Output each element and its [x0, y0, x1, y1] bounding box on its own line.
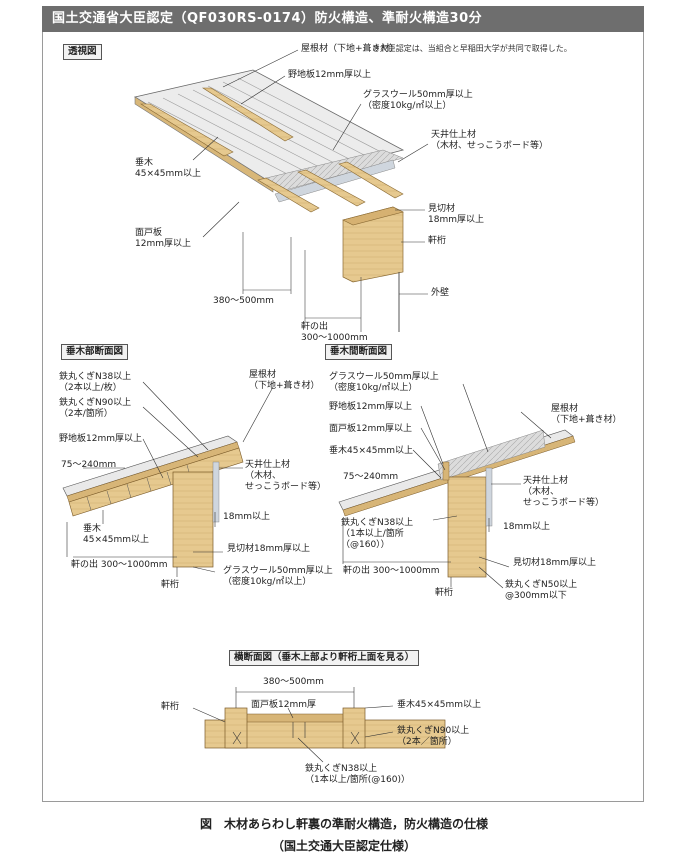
bs-label-ceiling: 天井仕上材 （木材、 せっこうボード等） — [523, 476, 605, 508]
rafter-section — [62, 381, 274, 577]
cs-facia — [238, 713, 350, 723]
rs-label-ceiling: 天井仕上材 （木材、 せっこうボード等） — [245, 460, 327, 492]
cs-rafter-left — [224, 707, 248, 749]
rs-label-blocking: 見切材18mm厚以上 — [227, 544, 310, 554]
p-label-facia: 面戸板 12mm厚以上 — [135, 228, 191, 249]
p-label-sheathing: 野地板12mm厚以上 — [288, 70, 371, 80]
caption-main: 図 木材あらわし軒裏の準耐火構造，防火構造の仕様 — [199, 817, 488, 831]
rs-label-glasswool: グラスウール50mm厚以上 （密度10kg/㎥以上） — [223, 566, 333, 587]
p-label-overhang: 軒の出 300～1000mm — [301, 322, 368, 343]
bs-ceiling — [485, 467, 493, 527]
rs-label-beam: 軒桁 — [161, 580, 180, 590]
bs-label-roofing: 屋根材 （下地+葺き材） — [551, 404, 622, 425]
rs-label-nail90: 鉄丸くぎN90以上 （2本/箇所） — [59, 398, 132, 419]
rs-label-sheathing: 野地板12mm厚以上 — [59, 434, 142, 444]
rs-ceiling — [212, 461, 220, 523]
bs-label-blocking: 見切材18mm厚以上 — [513, 558, 596, 568]
cs-nails — [232, 722, 360, 745]
bs-label-nail38: 鉄丸くぎN38以上 （1本以上/箇所 （@160）） — [341, 518, 414, 550]
cs-rafter-right — [342, 707, 366, 749]
rs-label-rafter: 垂木 45×45mm以上 — [83, 524, 149, 545]
perspective-view — [133, 49, 429, 332]
between-section-tag: 垂木間断面図 — [325, 344, 393, 360]
cs-label-rafter: 垂木45×45mm以上 — [397, 700, 481, 710]
bs-label-overhang: 軒の出 300～1000mm — [343, 566, 440, 576]
cs-label-beam: 軒桁 — [161, 702, 180, 712]
cs-label-facia: 面戸板12mm厚 — [251, 700, 316, 710]
cross-section-tag: 横断面図（垂木上部より軒桁上面を見る） — [229, 650, 420, 666]
perspective-tag: 透視図 — [63, 44, 102, 60]
bs-label-nail50: 鉄丸くぎN50以上 @300mm以下 — [505, 580, 578, 601]
rafters — [139, 87, 404, 213]
perspective-dimensions — [242, 232, 362, 332]
p-label-ceiling: 天井仕上材 （木材、せっこうボード等） — [431, 130, 549, 151]
cross-section — [192, 687, 446, 763]
perspective-leaders — [192, 49, 429, 295]
certification-note: ※大臣認定は、当組合と早稲田大学が共同で取得した。 — [373, 44, 572, 53]
cs-dimensions — [192, 687, 394, 763]
bs-label-sheathing: 野地板12mm厚以上 — [329, 402, 412, 412]
cs-label-nail90: 鉄丸くぎN90以上 （2本／箇所） — [397, 726, 470, 747]
bs-label-facia: 面戸板12mm厚以上 — [329, 424, 412, 434]
p-label-glasswool: グラスウール50mm厚以上 （密度10kg/㎥以上） — [363, 90, 473, 111]
p-label-rafter: 垂木 45×45mm以上 — [135, 158, 201, 179]
rs-label-dim: 75～240mm — [61, 460, 117, 470]
bs-glasswool — [437, 429, 546, 481]
bs-eave-beam — [447, 476, 487, 578]
p-label-spacing: 380～500mm — [213, 296, 274, 306]
figure-title-bar: 国土交通省大臣認定（QF030RS-0174）防火構造、準耐火構造30分 — [42, 6, 644, 32]
rs-eave-beam — [172, 471, 214, 568]
rs-label-overhang: 軒の出 300～1000mm — [71, 560, 168, 570]
bs-leaders — [342, 383, 552, 589]
rs-label-nail38: 鉄丸くぎN38以上 （2本以上/枚） — [59, 372, 132, 393]
p-label-beam: 軒桁 — [428, 236, 447, 246]
rafter-section-tag: 垂木部断面図 — [61, 344, 129, 360]
rs-rafter — [68, 447, 244, 517]
bs-label-t18: 18mm以上 — [503, 522, 550, 532]
cs-label-nail38: 鉄丸くぎN38以上 （1本以上/箇所(@160)） — [305, 764, 410, 785]
between-rafter-section — [338, 383, 576, 589]
figure-frame: 透視図 ※大臣認定は、当組合と早稲田大学が共同で取得した。 屋根材（下地+葺き材… — [42, 32, 644, 802]
figure-title: 国土交通省大臣認定（QF030RS-0174）防火構造、準耐火構造30分 — [52, 11, 483, 26]
bs-label-glasswool: グラスウール50mm厚以上 （密度10kg/㎥以上） — [329, 372, 439, 393]
caption-sub: （国土交通大臣認定仕様） — [271, 839, 416, 853]
eave-beam-top — [342, 206, 404, 226]
p-label-blocking: 見切材 18mm厚以上 — [428, 204, 484, 225]
rs-label-t18: 18mm以上 — [223, 512, 270, 522]
p-label-roofing: 屋根材（下地+葺き材） — [301, 44, 399, 54]
bs-label-dim: 75～240mm — [343, 472, 399, 482]
cs-label-spacing: 380～500mm — [263, 677, 324, 687]
p-label-wall: 外壁 — [431, 288, 450, 298]
bs-label-beam: 軒桁 — [435, 588, 454, 598]
bs-facia — [442, 461, 450, 481]
bs-label-rafter: 垂木45×45mm以上 — [329, 446, 413, 456]
rs-leaders — [66, 381, 274, 577]
rs-label-roofing: 屋根材 （下地+葺き材） — [249, 370, 320, 391]
diagram-drawing — [62, 49, 576, 763]
